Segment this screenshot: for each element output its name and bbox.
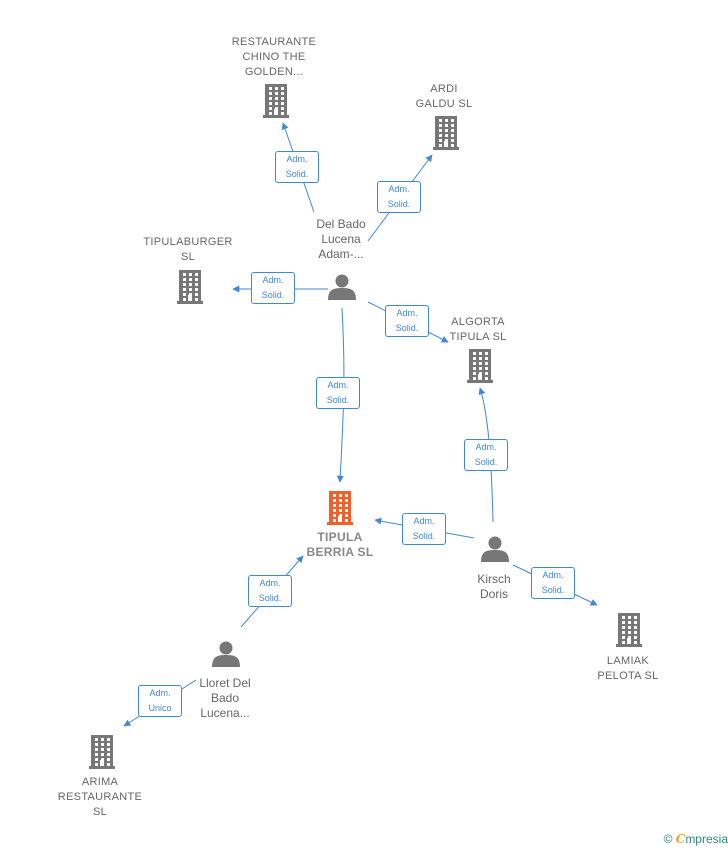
person-label-lloret[interactable]: Lloret Del Bado Lucena... [199, 676, 251, 720]
edge-label[interactable]: Adm. Solid. [316, 377, 360, 409]
person-icon[interactable] [481, 536, 509, 563]
edge-label[interactable]: Adm. Unico [138, 685, 182, 717]
edge-label[interactable]: Adm. Solid. [464, 439, 508, 471]
person-label-kirsch[interactable]: Kirsch Doris [477, 572, 511, 601]
edge-label[interactable]: Adm. Solid. [531, 567, 575, 599]
footer-brand: © Cmpresia [664, 832, 728, 846]
company-label-lamiak-pelota[interactable]: LAMIAK PELOTA SL [597, 655, 659, 682]
edge-label[interactable]: Adm. Solid. [377, 181, 421, 213]
building-icon[interactable] [263, 84, 289, 118]
edge-label[interactable]: Adm. Solid. [248, 575, 292, 607]
building-icon[interactable] [467, 349, 493, 383]
building-icon[interactable] [616, 613, 642, 647]
company-label-ardi-galdu[interactable]: ARDI GALDU SL [415, 83, 473, 110]
building-icon[interactable] [433, 116, 459, 150]
edge-label[interactable]: Adm. Solid. [275, 151, 319, 183]
brand-initial: C [675, 832, 686, 846]
person-icon[interactable] [328, 274, 356, 301]
company-label-restaurante-chino[interactable]: RESTAURANTE CHINO THE GOLDEN... [231, 36, 317, 78]
brand-name: mpresia [685, 832, 728, 846]
person-label-del-bado[interactable]: Del Bado Lucena Adam-... [316, 217, 366, 261]
company-label-algorta-tipula[interactable]: ALGORTA TIPULA SL [449, 316, 507, 343]
building-icon[interactable] [89, 735, 115, 769]
person-icon[interactable] [212, 641, 240, 668]
company-label-tipula-berria[interactable]: TIPULA BERRIA SL [306, 530, 374, 559]
company-label-arima-restaurante[interactable]: ARIMA RESTAURANTE SL [57, 776, 143, 818]
building-icon[interactable] [327, 491, 353, 525]
edge-label[interactable]: Adm. Solid. [251, 272, 295, 304]
edge-label[interactable]: Adm. Solid. [385, 305, 429, 337]
company-label-tipulaburger[interactable]: TIPULABURGER SL [143, 236, 233, 263]
edge-label[interactable]: Adm. Solid. [402, 513, 446, 545]
building-icon[interactable] [177, 270, 203, 304]
copyright-symbol: © [663, 832, 673, 846]
